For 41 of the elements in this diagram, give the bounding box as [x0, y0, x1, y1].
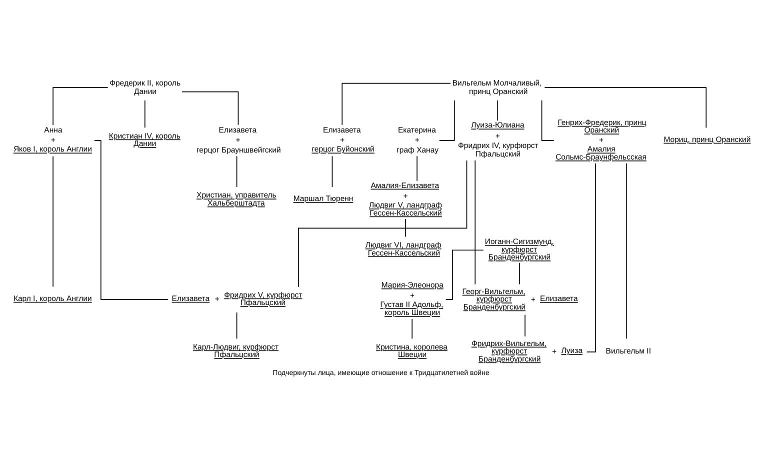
- connector: [298, 160, 468, 287]
- connector: [332, 155, 333, 187]
- connector: [236, 312, 238, 339]
- connector: [236, 155, 238, 187]
- connector: [144, 99, 146, 128]
- node-text: Карл-Людвиг, курфюрст Пфальцский: [192, 342, 279, 359]
- connector: [412, 318, 413, 339]
- node-text: Людвиг VI, ландграф Гессен-Кассельский: [365, 240, 442, 257]
- node-text: Екатерина + граф Ханау: [396, 125, 438, 154]
- connector: [519, 262, 520, 284]
- node-text: Карл I, король Англии: [13, 293, 92, 302]
- connector: [626, 162, 628, 339]
- connector: [405, 218, 406, 237]
- node-text: Фридрих-Вильгельм, курфюрст Бранденбургский + Луиза: [471, 338, 583, 363]
- connector: [52, 86, 108, 125]
- connector: [497, 99, 498, 121]
- node-text: Маршал Тюренн: [293, 194, 354, 203]
- connector: [474, 159, 476, 284]
- node-text: Иоганн-Сигизмунд, курфюрст Бранденбургский: [484, 236, 554, 262]
- node-text: Луиза-Юлиана + Фридрих IV, курфюрст Пфальцский: [458, 120, 538, 158]
- node-text: Кристиан IV, король Дании: [108, 130, 180, 148]
- connector: [416, 155, 418, 181]
- node-text: Вильгельм II: [606, 346, 651, 356]
- connector: [342, 82, 451, 125]
- node-text: Фредерик II, король Дании: [110, 78, 181, 96]
- connector: [524, 314, 526, 336]
- node-text: Елизавета + герцог Буйонский: [312, 125, 374, 154]
- node-text: Генрих-Фредерик, принц Оранский + Амалия Сольмс-Браунфельсская: [556, 117, 646, 162]
- node-text: Мария-Элеонора + Густав II Адольф, король Швеции: [380, 280, 444, 317]
- node-text: Кристина, королева Швеции: [376, 342, 448, 359]
- connector: [439, 99, 455, 140]
- node-text: Амалия-Елизавета + Людвиг V, ландграф Гессен-Кассельский: [368, 180, 442, 217]
- connector: [52, 155, 54, 287]
- node-text: Георг-Вильгельм, курфюрст Бранденбургский + Елизавета: [462, 286, 578, 311]
- connector: [182, 90, 239, 125]
- node-text: Анна + Яков I, король Англии: [13, 125, 92, 154]
- node-text: Елизавета + герцог Брауншвейгский: [196, 125, 281, 154]
- connector: [544, 86, 707, 128]
- node-text: Мориц, принц Оранский: [664, 134, 751, 144]
- node-text: Вильгельм Молчаливый, принц Оранский: [452, 78, 542, 96]
- node-text: Христиан, управитель Хальберштадта: [196, 190, 276, 207]
